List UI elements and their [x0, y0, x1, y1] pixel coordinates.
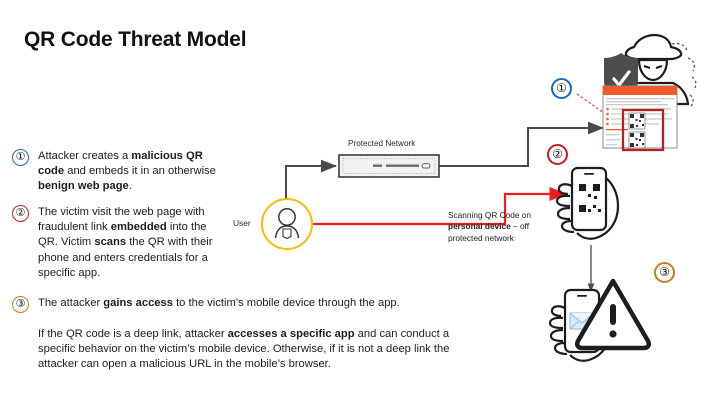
step-2: ② The victim visit the web page with fra… [12, 205, 214, 281]
step-3-text: The attacker gains access to the victim’… [38, 297, 400, 309]
qr-thumbnails [628, 112, 646, 149]
step-1-number: ① [12, 149, 29, 166]
diagram-marker-2: ② [547, 144, 568, 165]
path-user-to-network [285, 159, 337, 198]
diagram-marker-3: ③ [654, 262, 675, 283]
step-1: ① Attacker creates a malicious QR code a… [12, 149, 222, 195]
closing-paragraph: If the QR code is a deep link, attacker … [38, 328, 450, 371]
path-marker1-to-qr [576, 93, 619, 124]
user-avatar [261, 198, 313, 250]
network-label: Protected Network [348, 139, 416, 148]
step-3: ③ The attacker gains access to the victi… [12, 296, 472, 313]
step-3-number: ③ [12, 296, 29, 313]
scan-note: Scanning QR Code on personal device – of… [448, 210, 532, 243]
step-2-text: The victim visit the web page with fraud… [38, 206, 213, 279]
path-user-to-phone-attack [313, 186, 568, 226]
path-network-to-webpage [438, 121, 604, 167]
user-label: User [233, 218, 251, 228]
qr-glyph [579, 184, 601, 212]
step-1-text: Attacker creates a malicious QR code and… [38, 150, 216, 193]
step-2-number: ② [12, 205, 29, 222]
page-title: QR Code Threat Model [24, 28, 247, 51]
diagram-marker-1: ① [551, 78, 572, 99]
